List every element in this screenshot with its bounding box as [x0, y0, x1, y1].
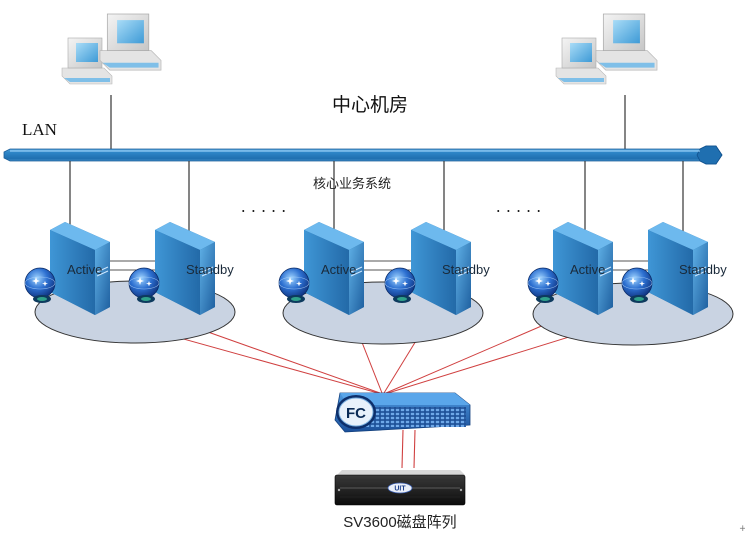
workstation-group-right: [555, 13, 658, 85]
storage-array: UIT: [334, 470, 466, 506]
globe-icon: [384, 267, 416, 303]
lan-bus: [3, 145, 723, 165]
core-system-label: 核心业务系统: [313, 176, 391, 192]
corner-mark: +: [739, 524, 745, 534]
cluster-3: Active Standby: [527, 222, 734, 346]
server-standby-icon: [411, 222, 471, 315]
server-active-icon: [553, 222, 613, 315]
globe-icon: [24, 267, 56, 303]
fc-switch-label: FC: [346, 405, 366, 422]
switch-ports: [360, 407, 466, 427]
workstation-icon: [61, 37, 113, 85]
globe-icon: [278, 267, 310, 303]
server-standby-icon: [648, 222, 708, 315]
server-active-icon: [50, 222, 110, 315]
lan-label: LAN: [22, 120, 57, 139]
standby-label: Standby: [186, 262, 234, 277]
ellipsis-right: .....: [496, 197, 546, 216]
active-label: Active: [321, 262, 356, 277]
storage-brand: UIT: [394, 486, 406, 493]
workstation-icon: [595, 13, 658, 71]
cluster-2: Active Standby: [278, 222, 490, 345]
workstation-icon: [99, 13, 162, 71]
storage-link-1: [401, 429, 404, 469]
bus-terminator: [696, 145, 723, 165]
server-active-icon: [304, 222, 364, 315]
cluster-1: Active Standby: [24, 222, 236, 344]
ellipsis-left: .....: [241, 197, 291, 216]
storage-brand-badge: [387, 482, 413, 494]
globe-icon: [621, 267, 653, 303]
workstation-icon: [555, 37, 607, 85]
server-droplines: [69, 161, 684, 234]
screen: [76, 43, 98, 62]
screen: [117, 20, 144, 44]
fc-switch: FC: [334, 392, 471, 433]
diagram-title: 中心机房: [332, 94, 408, 116]
active-label: Active: [67, 262, 102, 277]
server-standby-icon: [155, 222, 215, 315]
storage-link-2: [413, 429, 416, 469]
server-clusters: Active Standby Active Standby Active Standby: [24, 222, 734, 346]
active-label: Active: [570, 262, 605, 277]
globe-icon: [128, 267, 160, 303]
screen: [613, 20, 640, 44]
standby-label: Standby: [679, 262, 727, 277]
fc-link-5: [385, 317, 561, 394]
screen: [570, 43, 592, 62]
standby-label: Standby: [442, 262, 490, 277]
storage-label: SV3600磁盘阵列: [343, 513, 456, 531]
workstation-group-left: [61, 13, 162, 85]
globe-icon: [527, 267, 559, 303]
